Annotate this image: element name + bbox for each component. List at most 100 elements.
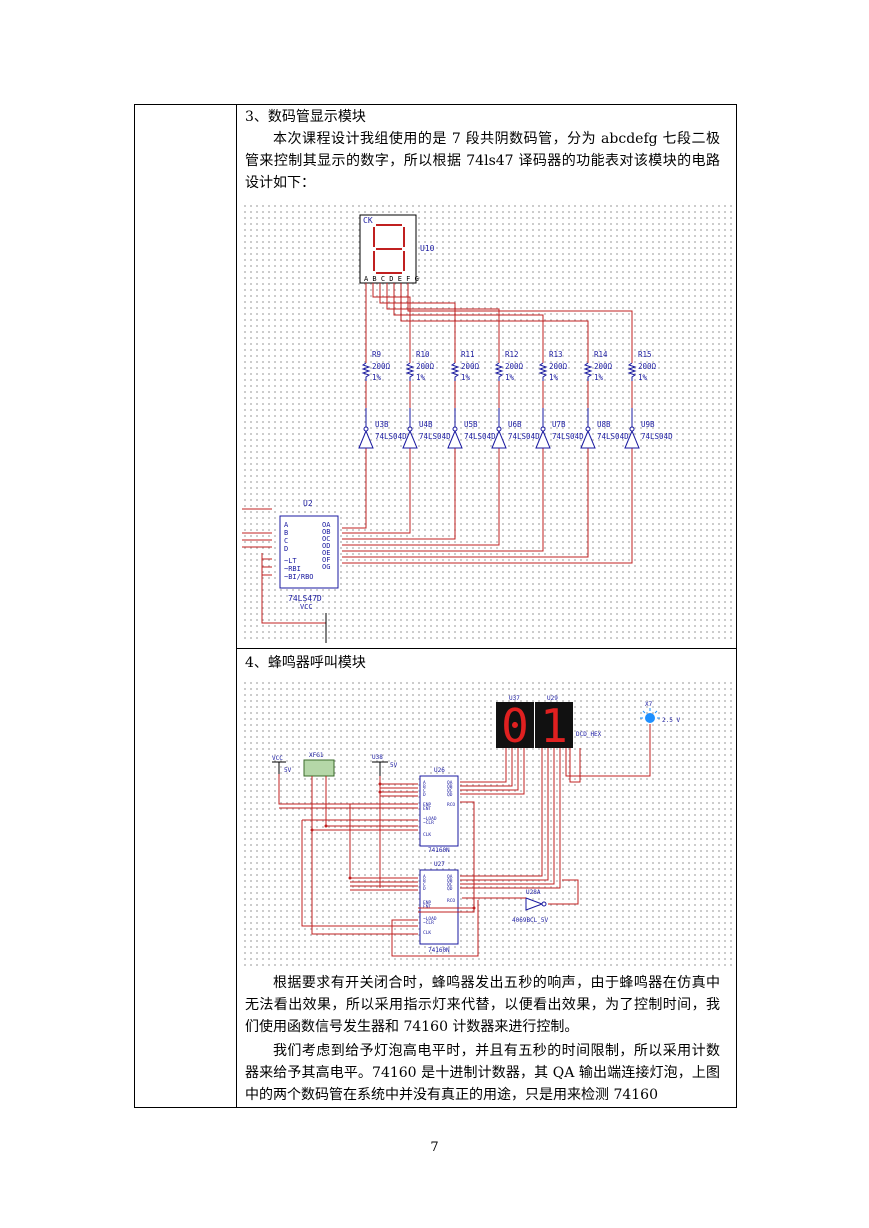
display-right-digit: 1 [540, 699, 568, 753]
section3-paragraph: 本次课程设计我组使用的是 7 段共阴数码管，分为 abcdefg 七段二极管来控… [245, 131, 720, 191]
inverter-ref: U28A [526, 889, 541, 896]
decoder-chip [279, 515, 339, 589]
counter-u26 [419, 775, 459, 847]
u27-out-rco: RCO [447, 898, 455, 904]
dec-in-lt: ~LT [284, 557, 297, 565]
r9-value: 200Ω [372, 362, 391, 371]
r13-value: 200Ω [549, 362, 568, 371]
u7b-part: 74LS04D [552, 432, 584, 441]
u27-in-d: D [423, 886, 426, 892]
vcc-value: 5V [284, 767, 292, 774]
vcc2-ref: U38 [372, 754, 383, 761]
dec-in-bi: ~BI/RBO [284, 573, 314, 581]
dec-out-oc: OC [322, 535, 330, 543]
u27-in-c: C [423, 882, 426, 888]
u27-out-qc: QC [447, 882, 453, 888]
u27-in-b: B [423, 878, 426, 884]
u26-in-d: D [423, 792, 426, 798]
decoder-vcc: VCC [300, 603, 313, 611]
section4-heading: 4、蜂鸣器呼叫模块 [245, 655, 366, 671]
u27-in-ent: ENT [423, 904, 431, 910]
counter-u27-ref: U27 [434, 861, 445, 868]
u8b-part: 74LS04D [597, 432, 629, 441]
lamp-ref: X7 [645, 701, 653, 708]
u7b-ref: U7B [552, 420, 566, 429]
u26-out-qd: QD [447, 792, 453, 798]
r14-ref: R14 [594, 350, 608, 359]
dec-in-c: C [284, 537, 288, 545]
counter-u26-ref: U26 [434, 767, 445, 774]
u3b-ref: U3B [375, 420, 389, 429]
u6b-part: 74LS04D [508, 432, 540, 441]
dec-out-oe: OE [322, 549, 330, 557]
u27-out-qa: QA [447, 874, 453, 880]
table-frame [134, 104, 737, 1108]
r13-tol: 1% [549, 373, 559, 382]
r12-ref: R12 [505, 350, 519, 359]
r11-tol: 1% [461, 373, 471, 382]
u26-in-clk: CLK [423, 832, 431, 838]
display-right [535, 702, 573, 748]
u9b-part: 74LS04D [641, 432, 673, 441]
r10-tol: 1% [416, 373, 426, 382]
r14-tol: 1% [594, 373, 604, 382]
u26-in-load: ~LOAD [423, 816, 437, 822]
dec-in-d: D [284, 545, 288, 553]
inverter-u28a [525, 897, 544, 911]
dec-in-a: A [284, 521, 289, 529]
row-divider [237, 648, 737, 649]
section3-heading: 3、数码管显示模块 [245, 109, 366, 125]
lamp-voltage: 2.5 V [662, 717, 680, 724]
u5b-part: 74LS04D [464, 432, 496, 441]
dec-in-b: B [284, 529, 288, 537]
counter-u27 [419, 869, 459, 945]
display-right-ref: U29 [547, 695, 558, 702]
dec-in-rbi: ~RBI [284, 565, 301, 573]
column-divider [236, 105, 237, 1107]
display-left [496, 702, 534, 748]
u27-in-load: ~LOAD [423, 916, 437, 922]
display-pins: A B C D E F G [364, 275, 419, 283]
lamp-icon [645, 713, 655, 723]
u27-out-qb: QB [447, 878, 453, 884]
u27-in-a: A [423, 874, 426, 880]
r15-value: 200Ω [638, 362, 657, 371]
u26-out-qb: QB [447, 784, 453, 790]
inverter-part: 4069BCL_5V [512, 917, 549, 924]
r10-value: 200Ω [416, 362, 435, 371]
r11-ref: R11 [461, 350, 475, 359]
u26-in-ent: ENT [423, 806, 431, 812]
u3b-part: 74LS04D [375, 432, 407, 441]
seven-segment-schematic: CK U10 A B C D E F G [242, 203, 734, 643]
u26-in-enp: ENP [423, 802, 431, 808]
u4b-part: 74LS04D [419, 432, 451, 441]
u5b-ref: U5B [464, 420, 478, 429]
decoder-ref: U2 [303, 499, 313, 508]
paragraph-2: 我们考虑到给予灯泡高电平时，并且有五秒的时间限制，所以采用计数器来给予其高电平。… [245, 1043, 720, 1103]
u26-in-a: A [423, 780, 426, 786]
r14-value: 200Ω [594, 362, 613, 371]
u27-in-clr: ~CLR [423, 920, 434, 926]
r13-ref: R13 [549, 350, 563, 359]
u26-in-b: B [423, 784, 426, 790]
counter-u27-part: 74160N [428, 947, 450, 954]
u4b-ref: U4B [419, 420, 433, 429]
r9-ref: R9 [372, 350, 381, 359]
dec-out-of: OF [322, 556, 330, 564]
paragraph-1: 根据要求有开关闭合时，蜂鸣器发出五秒的响声，由于蜂鸣器在仿真中无法看出效果，所以… [245, 975, 720, 1035]
dec-out-og: OG [322, 563, 330, 571]
display-tag: DCD_HEX [576, 731, 602, 738]
display-left-digit: 0 [501, 699, 529, 753]
generator-ref: XFG1 [309, 752, 324, 759]
u27-in-enp: ENP [423, 900, 431, 906]
function-generator [303, 759, 335, 777]
r15-tol: 1% [638, 373, 648, 382]
r9-tol: 1% [372, 373, 382, 382]
r12-value: 200Ω [505, 362, 524, 371]
u8b-ref: U8B [597, 420, 611, 429]
buzzer-schematic: 0 1 U37 U29 DCD_HEX X7 2.5 V VCC 5V U38 … [242, 680, 734, 966]
u26-in-clr: ~CLR [423, 820, 434, 826]
dec-out-ob: OB [322, 528, 330, 536]
u26-out-qc: QC [447, 788, 453, 794]
decoder-part: 74LS47D [288, 594, 322, 603]
